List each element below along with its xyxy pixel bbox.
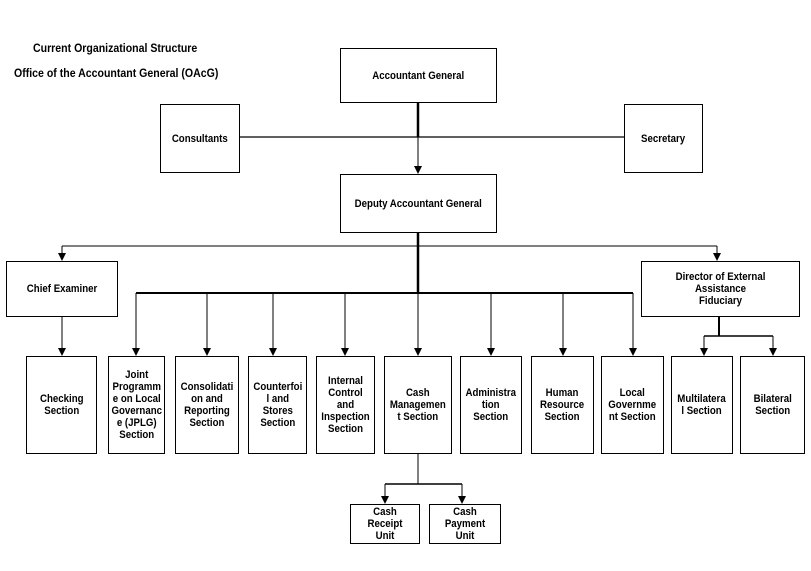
node-cash-payment-unit: Cash Payment Unit (429, 504, 501, 544)
node-jplg-section: Joint Programm e on Local Governanc e (J… (108, 356, 165, 454)
node-label: Multilatera l Section (677, 393, 727, 417)
node-label: Checking Section (39, 393, 84, 417)
node-deputy-accountant-general: Deputy Accountant General (340, 174, 497, 233)
node-cash-receipt-unit: Cash Receipt Unit (350, 504, 420, 544)
node-chief-examiner: Chief Examiner (6, 261, 118, 317)
node-checking-section: Checking Section (26, 356, 97, 454)
node-label: Cash Managemen t Section (390, 387, 446, 423)
node-label: Local Governme nt Section (608, 387, 657, 423)
node-bilateral-section: Bilateral Section (740, 356, 805, 454)
chart-title-line1: Current Organizational Structure (33, 41, 198, 55)
node-label: Internal Control and Inspection Section (321, 375, 370, 435)
node-label: Human Resource Section (540, 387, 585, 423)
node-director-external-assistance: Director of External Assistance Fiduciar… (641, 261, 800, 317)
node-label: Accountant General (372, 69, 465, 82)
node-consultants: Consultants (160, 104, 240, 173)
node-label: Secretary (641, 132, 686, 145)
node-human-resource-section: Human Resource Section (531, 356, 594, 454)
node-consolidation-section: Consolidati on and Reporting Section (175, 356, 239, 454)
node-label: Joint Programm e on Local Governanc e (J… (111, 369, 162, 441)
node-label: Counterfoi l and Stores Section (253, 381, 302, 429)
node-label: Consultants (172, 132, 228, 145)
node-label: Cash Receipt Unit (367, 506, 403, 542)
node-accountant-general: Accountant General (340, 48, 497, 103)
node-label: Administra tion Section (465, 387, 517, 423)
node-local-government-section: Local Governme nt Section (601, 356, 664, 454)
node-internal-control-section: Internal Control and Inspection Section (316, 356, 375, 454)
node-label: Deputy Accountant General (354, 197, 483, 210)
node-label: Director of External Assistance Fiduciar… (675, 271, 766, 307)
node-label: Consolidati on and Reporting Section (180, 381, 234, 429)
node-label: Chief Examiner (26, 283, 98, 295)
node-secretary: Secretary (624, 104, 703, 173)
node-label: Cash Payment Unit (444, 506, 486, 542)
node-label: Bilateral Section (753, 393, 792, 417)
node-counterfoil-section: Counterfoi l and Stores Section (248, 356, 307, 454)
node-administration-section: Administra tion Section (460, 356, 522, 454)
chart-title-line2: Office of the Accountant General (OAcG) (14, 66, 219, 80)
node-cash-management-section: Cash Managemen t Section (384, 356, 452, 454)
node-multilateral-section: Multilatera l Section (671, 356, 733, 454)
